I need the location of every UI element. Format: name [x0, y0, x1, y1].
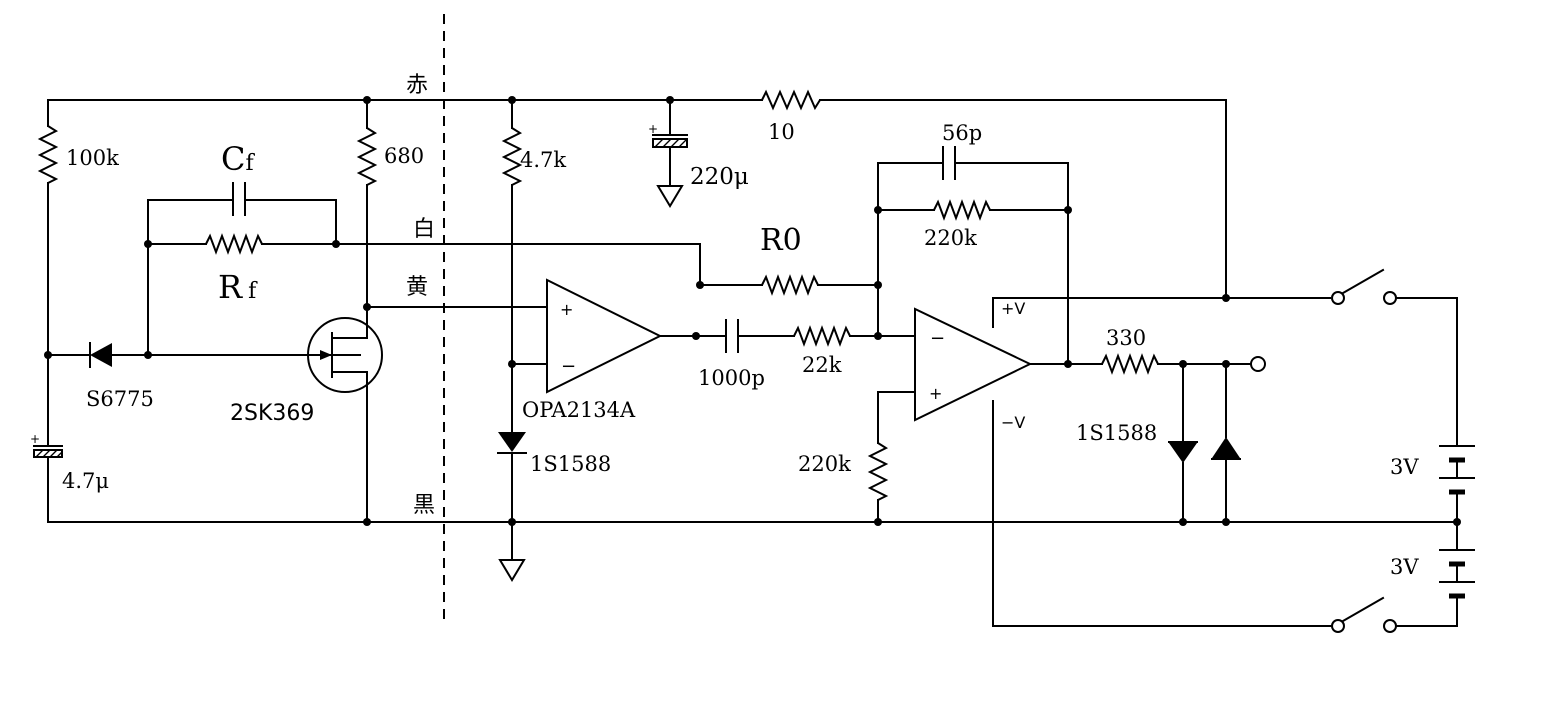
label-100k: 100k	[66, 146, 119, 170]
label-3v-top: 3V	[1390, 455, 1419, 479]
label-680: 680	[384, 144, 424, 168]
power-switch-top	[1225, 268, 1458, 447]
svg-text:+: +	[648, 122, 658, 136]
resistor-680	[356, 99, 378, 331]
resistor-22k	[793, 325, 916, 347]
label-330: 330	[1106, 326, 1146, 350]
label-1000p: 1000p	[698, 366, 765, 390]
label-1s1588-bias: 1S1588	[530, 452, 611, 476]
capacitor-1000p	[725, 319, 795, 353]
opamp2-feedback	[877, 146, 1069, 365]
jfet-2sk369	[307, 317, 383, 523]
resistor-r0	[699, 274, 879, 296]
label-rf-main: R	[218, 268, 243, 306]
resistor-4-7k	[501, 99, 523, 433]
label-rf-sub: f	[248, 279, 258, 304]
label-red-wire: 赤	[406, 73, 428, 98]
label-22k: 22k	[802, 353, 842, 377]
label-2sk369: 2SK369	[230, 401, 314, 426]
capacitor-220u: +	[648, 99, 688, 208]
label-220k-feedback: 220k	[924, 226, 977, 250]
label-black-wire: 黒	[413, 493, 435, 518]
label-cf-sub: f	[245, 151, 255, 176]
opamp-1: + −	[546, 278, 663, 394]
clamp-diodes-1s1588	[1168, 363, 1241, 523]
output-terminal	[1250, 356, 1266, 372]
label-10: 10	[768, 120, 795, 144]
label-1s1588-clamp: 1S1588	[1076, 421, 1157, 445]
svg-text:−: −	[561, 356, 576, 377]
label-220k-input: 220k	[798, 452, 851, 476]
label-cf-main: C	[221, 140, 245, 178]
label-56p: 56p	[942, 121, 982, 145]
resistor-100k	[37, 125, 59, 436]
label-yellow-wire: 黄	[406, 275, 428, 300]
svg-text:+: +	[929, 384, 942, 403]
battery-top-3v	[1439, 445, 1475, 551]
label-r0: R0	[760, 223, 802, 258]
label-minus-v: −V	[1001, 413, 1025, 432]
junction-dots	[44, 96, 1461, 526]
label-s6775: S6775	[86, 387, 154, 411]
resistor-330	[1029, 353, 1266, 375]
label-white-wire: 白	[413, 217, 435, 242]
label-cf: Cf	[221, 140, 255, 178]
power-switch-bottom	[1331, 596, 1397, 633]
diode-1s1588-bias	[497, 432, 527, 561]
svg-text:+: +	[560, 300, 573, 319]
label-4-7u: 4.7μ	[62, 469, 109, 493]
label-4-7k: 4.7k	[520, 148, 566, 172]
capacitor-4-7u: +	[30, 432, 63, 523]
opamp-2: − +	[914, 297, 1339, 627]
label-opa2134a: OPA2134A	[522, 398, 636, 422]
svg-text:+: +	[30, 432, 40, 446]
top-rail	[47, 89, 1227, 299]
ground-symbol-1	[498, 559, 526, 582]
label-220u: 220μ	[690, 164, 749, 190]
resistor-220k-input	[867, 391, 916, 523]
svg-text:−: −	[930, 328, 945, 349]
battery-bottom-3v	[1395, 549, 1475, 627]
label-3v-bottom: 3V	[1390, 555, 1419, 579]
label-plus-v: +V	[1001, 299, 1025, 318]
